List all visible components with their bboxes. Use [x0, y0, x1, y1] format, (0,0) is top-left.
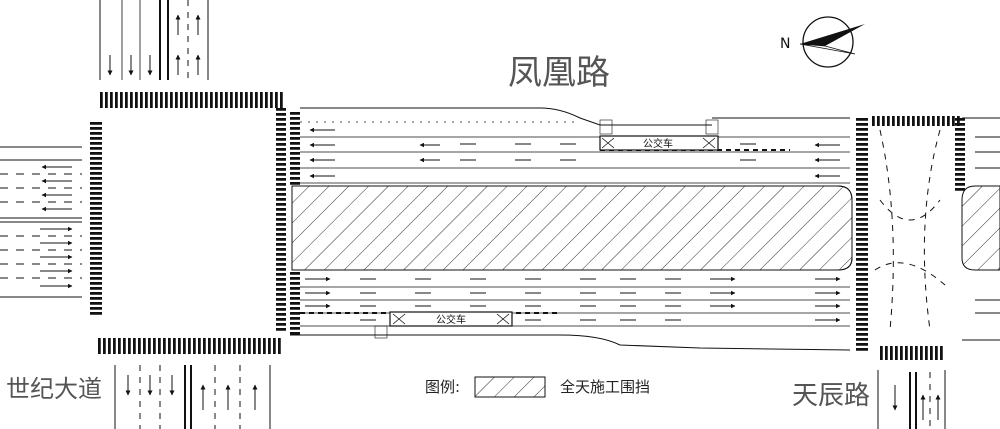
south-carriageway-lanes [300, 286, 850, 327]
south-lane-arrows [305, 276, 841, 323]
construction-enclosure [291, 185, 853, 271]
north-lane-dashes [460, 143, 756, 161]
crosswalk-nw-stripes [100, 92, 283, 108]
crosswalk-mid-west [276, 108, 286, 331]
bus-stop-north: 公交车 [599, 119, 719, 151]
se-approach-lanes [877, 370, 946, 429]
sw-approach-lanes [114, 365, 271, 429]
north-lane-arrows [309, 127, 840, 179]
east-intersection-guides [874, 129, 946, 331]
crosswalk-east-top [872, 116, 960, 126]
legend-hatch-swatch [474, 376, 546, 398]
west-approach-lanes [0, 146, 82, 298]
crosswalk-west [90, 122, 102, 315]
legend-construction-label: 全天施工围挡 [560, 378, 650, 396]
crosswalk-sw [98, 338, 281, 354]
bus-stop-north-label: 公交车 [643, 137, 673, 150]
bus-stop-south: 公交车 [374, 311, 513, 339]
legend-prefix: 图例: [425, 378, 460, 396]
crosswalk-east-right [955, 118, 965, 191]
crosswalk-corridor-west-north [290, 112, 300, 185]
crosswalk-corridor-west-south [290, 272, 300, 335]
north-carriageway-lanes [300, 121, 850, 184]
crosswalk-east-bottom [880, 346, 943, 360]
nw-approach-lanes [99, 0, 209, 80]
road-name-east: 天辰路 [792, 381, 870, 411]
crosswalk-east-left [856, 118, 868, 351]
east-far-approach [961, 117, 1000, 341]
road-name-north: 凤凰路 [508, 53, 610, 93]
road-name-west: 世纪大道 [6, 375, 102, 403]
compass-north-label: N [780, 36, 790, 52]
compass-rose: N [780, 16, 865, 68]
legend: 图例: 全天施工围挡 [425, 376, 650, 398]
bus-stop-south-label: 公交车 [436, 313, 466, 326]
